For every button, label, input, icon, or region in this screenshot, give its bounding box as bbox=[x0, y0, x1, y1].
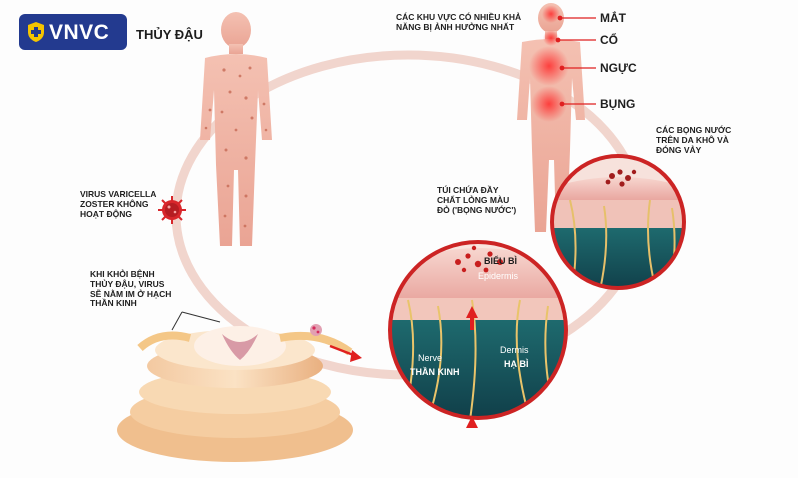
dry-blisters-note: CÁC BỌNG NƯỚC TRÊN DA KHÔ VÀ ĐÓNG VẢY bbox=[656, 125, 732, 155]
epidermis-label-en: Epidermis bbox=[478, 271, 519, 281]
fluid-blister-note: TÚI CHỨA ĐẦY CHẤT LỎNG MÀU ĐỎ ('BỌNG NƯỚ… bbox=[437, 185, 517, 215]
brand-name: VNVC bbox=[49, 21, 110, 44]
dermis-label-en: Dermis bbox=[500, 345, 529, 355]
nerve-arrows bbox=[466, 306, 478, 428]
small-skin-circle bbox=[550, 154, 686, 290]
affected-area-leaders bbox=[558, 17, 596, 105]
dermis-label-vi: HẠ BÌ bbox=[504, 359, 529, 369]
affected-areas-heading: CÁC KHU VỰC CÓ NHIỀU KHẢ NĂNG BỊ ẢNH HƯỞ… bbox=[396, 12, 522, 32]
area-label-chest: NGỰC bbox=[600, 61, 637, 75]
nerve-label-en: Nerve bbox=[418, 353, 443, 363]
epidermis-label-vi: BIỂU BÌ bbox=[484, 256, 518, 266]
nerve-ganglia-note: KHI KHỎI BỆNH THỦY ĐẬU, VIRUS SẼ NẰM IM … bbox=[90, 269, 172, 309]
large-skin-circle bbox=[388, 240, 568, 420]
page-title: THỦY ĐẬU bbox=[136, 27, 203, 42]
area-label-abdomen: BỤNG bbox=[600, 97, 636, 111]
left-body-figure bbox=[200, 12, 272, 246]
brand-logo: VNVC bbox=[19, 14, 127, 50]
spinal-cord-illustration bbox=[117, 311, 362, 462]
area-label-neck: CỔ bbox=[600, 33, 618, 47]
shield-icon bbox=[28, 22, 44, 42]
virus-dormant-note: VIRUS VARICELLA ZOSTER KHÔNG HOẠT ĐỘNG bbox=[80, 189, 157, 219]
nerve-label-vi: THẦN KINH bbox=[410, 367, 460, 377]
area-label-eyes: MẮT bbox=[600, 11, 626, 25]
virus-particle bbox=[158, 196, 186, 224]
